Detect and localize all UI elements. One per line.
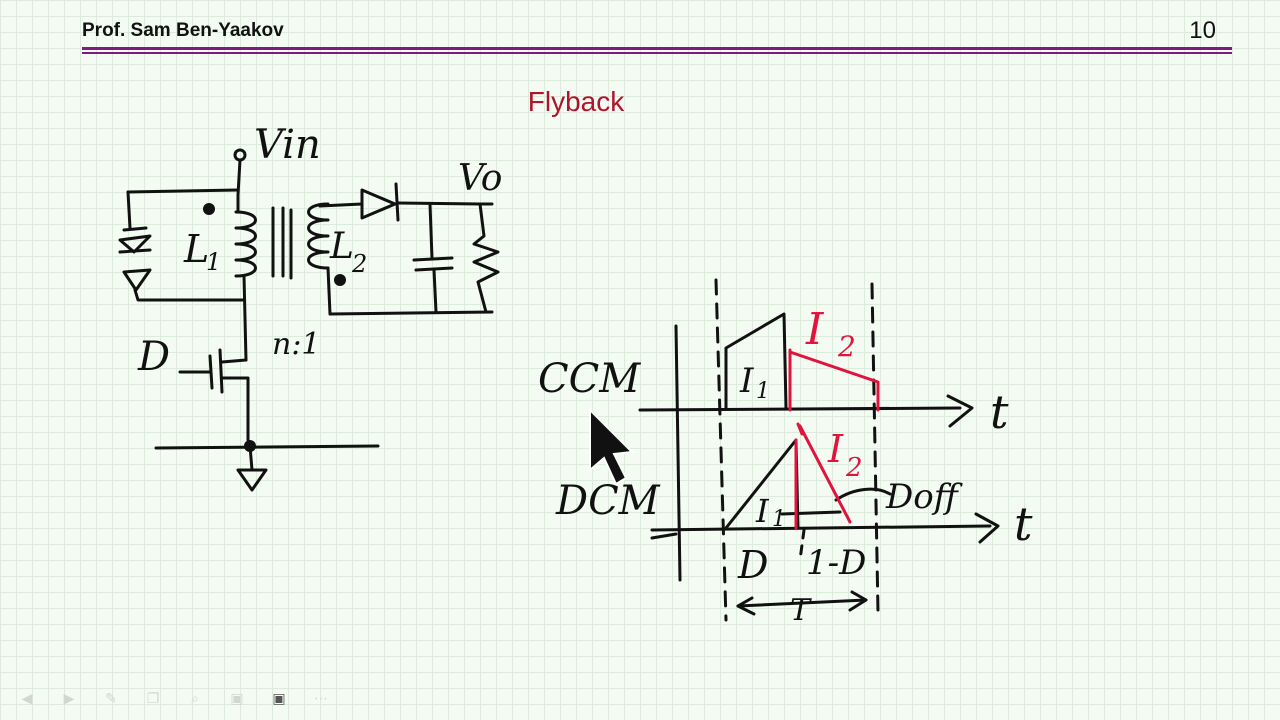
screen-icon[interactable]: ▣: [230, 691, 244, 707]
clamp-zener-diode: [118, 234, 152, 254]
zoom-icon[interactable]: ⌕: [191, 691, 199, 707]
ccm-i2-waveform: [788, 350, 880, 412]
more-icon[interactable]: ⋯: [314, 691, 328, 707]
ground-junction-dot: [244, 440, 256, 452]
vin-label: Vin: [254, 122, 321, 168]
l1-subscript: 1: [206, 248, 221, 276]
ground-symbol: [236, 468, 268, 492]
slide-title: Flyback: [527, 86, 625, 117]
dcm-i2-waveform: [798, 424, 852, 524]
vo-label: Vo: [458, 158, 502, 199]
one-minus-d-label: 1-D: [806, 543, 866, 583]
ccm-i1-subscript: 1: [756, 379, 770, 404]
camera-icon[interactable]: ▣: [272, 691, 286, 707]
waveform-axes: [638, 278, 1000, 622]
period-end-marker: [870, 282, 880, 614]
switch-d-label: D: [137, 334, 170, 380]
vin-terminal: [233, 148, 247, 162]
pen-icon[interactable]: ✎: [105, 691, 117, 707]
secondary-polarity-dot: [334, 274, 346, 286]
doff-label: Doff: [885, 477, 963, 517]
period-t-label: T: [790, 593, 812, 628]
primary-coil: [234, 210, 257, 278]
i2-waveforms: [788, 348, 880, 530]
output-diode: [360, 188, 397, 220]
output-capacitor: [412, 256, 454, 262]
header-rule-top: [82, 47, 1232, 50]
ccm-i1-waveform: [724, 312, 788, 410]
dcm-t-label: t: [1014, 497, 1033, 551]
l2-label: L: [329, 226, 354, 267]
author-name: Prof. Sam Ben-Yaakov: [82, 20, 284, 41]
l1-label: L: [183, 227, 209, 271]
ccm-i1-label: I: [739, 361, 754, 401]
ccm-i2-label: I: [805, 304, 825, 355]
turns-ratio-label: n:1: [272, 327, 321, 362]
dcm-label: DCM: [555, 478, 661, 524]
mosfet-channel: [218, 348, 224, 394]
presentation-toolbar: ◀ ▶ ✎ ❐ ⌕ ▣ ▣ ⋯: [10, 688, 338, 710]
arrow-right-icon[interactable]: ▶: [63, 691, 75, 707]
secondary-coil: [307, 202, 330, 270]
dcm-i2-subscript: 2: [845, 453, 863, 483]
load-resistor: [472, 202, 500, 314]
page-number: 10: [1189, 17, 1216, 44]
dcm-i1-label: I: [755, 492, 770, 530]
flyback-circuit: [118, 148, 500, 492]
d-interval-label: D: [737, 543, 768, 587]
dcm-time-axis: [650, 524, 992, 532]
dcm-i1-subscript: 1: [772, 507, 786, 532]
period-start-marker: [714, 278, 728, 622]
dcm-i2-label: I: [827, 427, 844, 471]
mouse-cursor-icon: [589, 407, 635, 486]
ccm-t-label: t: [990, 385, 1009, 439]
l2-subscript: 2: [351, 250, 367, 278]
vertical-axis: [674, 324, 682, 582]
ccm-label: CCM: [538, 356, 641, 402]
arrow-left-icon[interactable]: ◀: [21, 691, 33, 707]
ccm-time-axis: [638, 406, 962, 412]
copy-icon[interactable]: ❐: [146, 691, 160, 707]
ground-rail: [154, 444, 380, 450]
header-rule-bottom: [82, 52, 1232, 54]
ccm-i2-subscript: 2: [837, 330, 856, 363]
primary-polarity-dot: [203, 203, 215, 215]
